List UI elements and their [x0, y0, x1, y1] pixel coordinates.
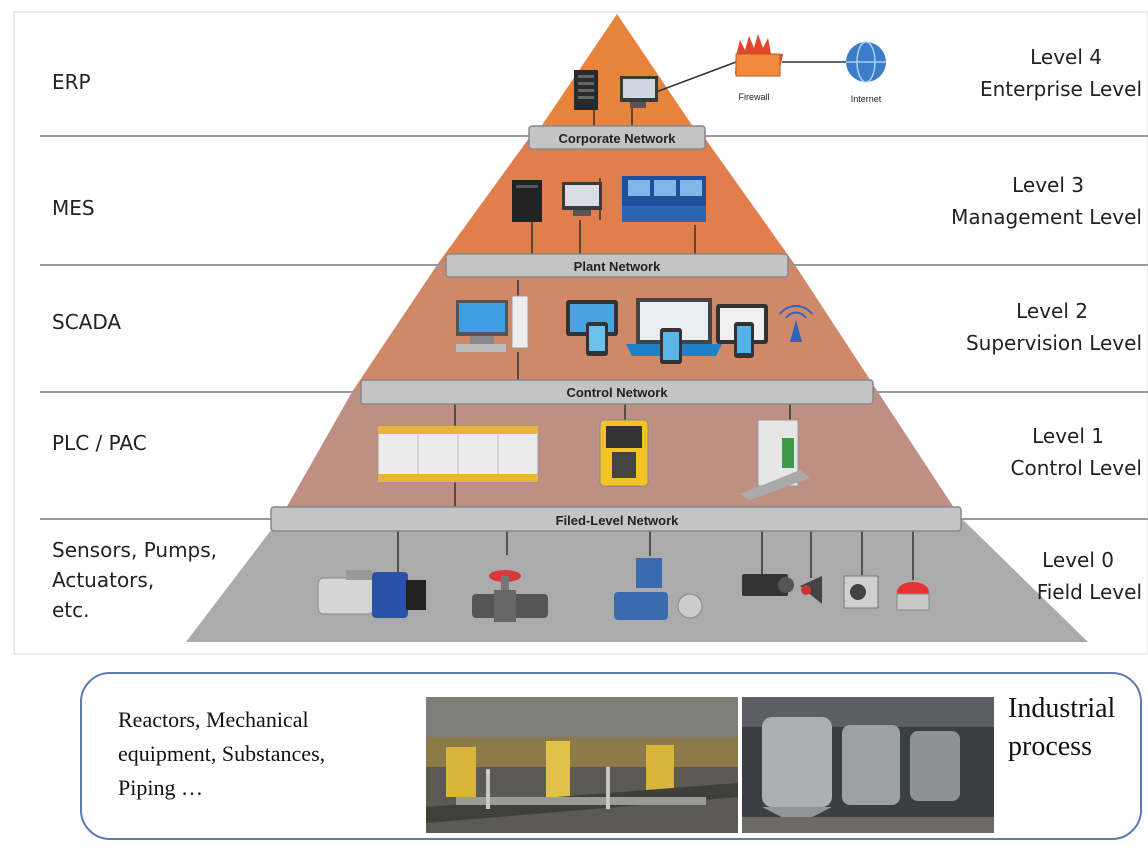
- control-room-console-icon: [622, 176, 706, 222]
- row-label-field-devices: Sensors, Pumps, Actuators, etc.: [52, 538, 218, 622]
- mes-workstation-icon: [562, 182, 602, 216]
- control-network-bar: Control Network: [360, 379, 874, 405]
- corporate-network-bar: Corporate Network: [528, 125, 706, 150]
- internet-label: Internet: [851, 94, 882, 104]
- wireless-antenna-icon: [779, 305, 813, 342]
- pyramid-level3-band: [437, 134, 795, 265]
- plant-network-bar: Plant Network: [445, 253, 789, 278]
- mes-server-icon: [512, 180, 542, 222]
- industrial-process-box: [80, 672, 1142, 840]
- alarm-beacon-icon: [896, 582, 930, 611]
- industrial-process-title: Industrial process: [1008, 693, 1116, 762]
- hmi-laptop-icon: [626, 298, 722, 364]
- firewall-icon: Firewall: [735, 34, 783, 102]
- level-3-label: Level 3 Management Level: [951, 173, 1142, 229]
- level-0-label: Level 0 Field Level: [1036, 548, 1142, 604]
- corporate-network-label: Corporate Network: [558, 131, 676, 146]
- din-rail-module-icon: [740, 419, 810, 500]
- control-network-label: Control Network: [566, 385, 668, 400]
- row-label-mes: MES: [52, 196, 95, 220]
- plant-network-label: Plant Network: [574, 259, 661, 274]
- server-rack-icon: [574, 70, 598, 110]
- proximity-sensor-icon: [843, 575, 879, 609]
- firewall-link: [655, 61, 737, 93]
- level-2-label: Level 2 Supervision Level: [965, 299, 1142, 355]
- hmi-tablet-icon: [566, 300, 618, 356]
- firewall-label: Firewall: [738, 92, 769, 102]
- internet-globe-icon: Internet: [846, 41, 886, 104]
- tank-hall-photo: [742, 697, 994, 833]
- pump-icon: [317, 570, 426, 618]
- pyramid-level4-band: [536, 14, 698, 134]
- connector-lines: [397, 108, 914, 580]
- hmi-mobile-icon: [716, 304, 768, 358]
- actuator-valve-icon: [614, 558, 703, 620]
- diagram-frame: [13, 11, 1148, 655]
- camera-sensor-icon: [742, 574, 794, 596]
- scada-pc-icon: [456, 295, 529, 352]
- field-network-label: Filed-Level Network: [556, 513, 680, 528]
- row-label-erp: ERP: [52, 70, 91, 94]
- level-1-label: Level 1 Control Level: [1010, 424, 1142, 480]
- plc-icon: [377, 425, 539, 483]
- field-network-bar: Filed-Level Network: [270, 506, 962, 532]
- process-description: Reactors, Mechanical equipment, Substanc…: [118, 707, 326, 800]
- level-4-label: Level 4 Enterprise Level: [979, 45, 1142, 101]
- pac-controller-icon: [599, 419, 649, 487]
- horn-sensor-icon: [800, 576, 822, 604]
- valve-icon: [472, 570, 548, 622]
- workstation-icon: [620, 76, 658, 108]
- factory-floor-photo: [426, 697, 738, 833]
- row-label-plc-pac: PLC / PAC: [52, 431, 147, 455]
- row-label-scada: SCADA: [52, 310, 122, 334]
